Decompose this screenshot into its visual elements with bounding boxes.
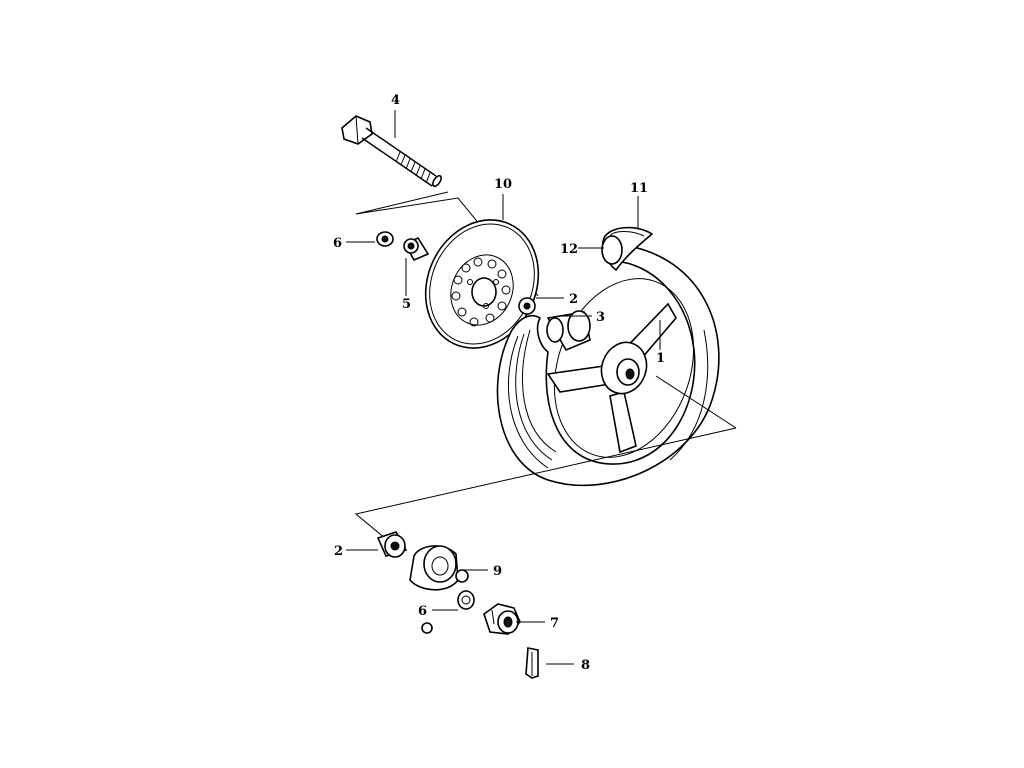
- callout-8: 8: [581, 658, 590, 673]
- callout-2-top: 2: [569, 292, 578, 307]
- callout-4: 4: [391, 93, 400, 108]
- callout-labels: 4 10 11 12 6 5 2 3 1 2 9 6 7 8: [333, 93, 665, 673]
- leader-lines: [346, 110, 661, 665]
- wheel-assembly: [496, 243, 720, 487]
- callout-12: 12: [560, 242, 578, 257]
- callout-3: 3: [596, 310, 605, 325]
- callout-11: 11: [630, 181, 648, 196]
- callout-6-bottom: 6: [418, 604, 427, 619]
- axle-bolt: [341, 115, 442, 188]
- callout-5: 5: [402, 297, 411, 312]
- spacer: [403, 236, 430, 262]
- cotter-pin: [525, 647, 539, 679]
- speedometer-gear-box: [409, 545, 469, 591]
- castle-nut: [483, 603, 521, 635]
- callout-10: 10: [494, 177, 512, 192]
- bearing-top: [518, 297, 536, 315]
- assembly-line-bottom: [354, 427, 737, 545]
- small-ball: [421, 622, 433, 634]
- callout-1: 1: [656, 351, 665, 366]
- inner-tube: [601, 226, 654, 272]
- callout-6-top: 6: [333, 236, 342, 251]
- washer-top: [376, 231, 394, 247]
- sleeve: [546, 310, 591, 352]
- washer-bottom: [457, 590, 475, 610]
- callout-2-bottom: 2: [334, 544, 343, 559]
- bearing-bottom: [376, 531, 408, 558]
- callout-9: 9: [493, 564, 502, 579]
- callout-7: 7: [550, 616, 559, 631]
